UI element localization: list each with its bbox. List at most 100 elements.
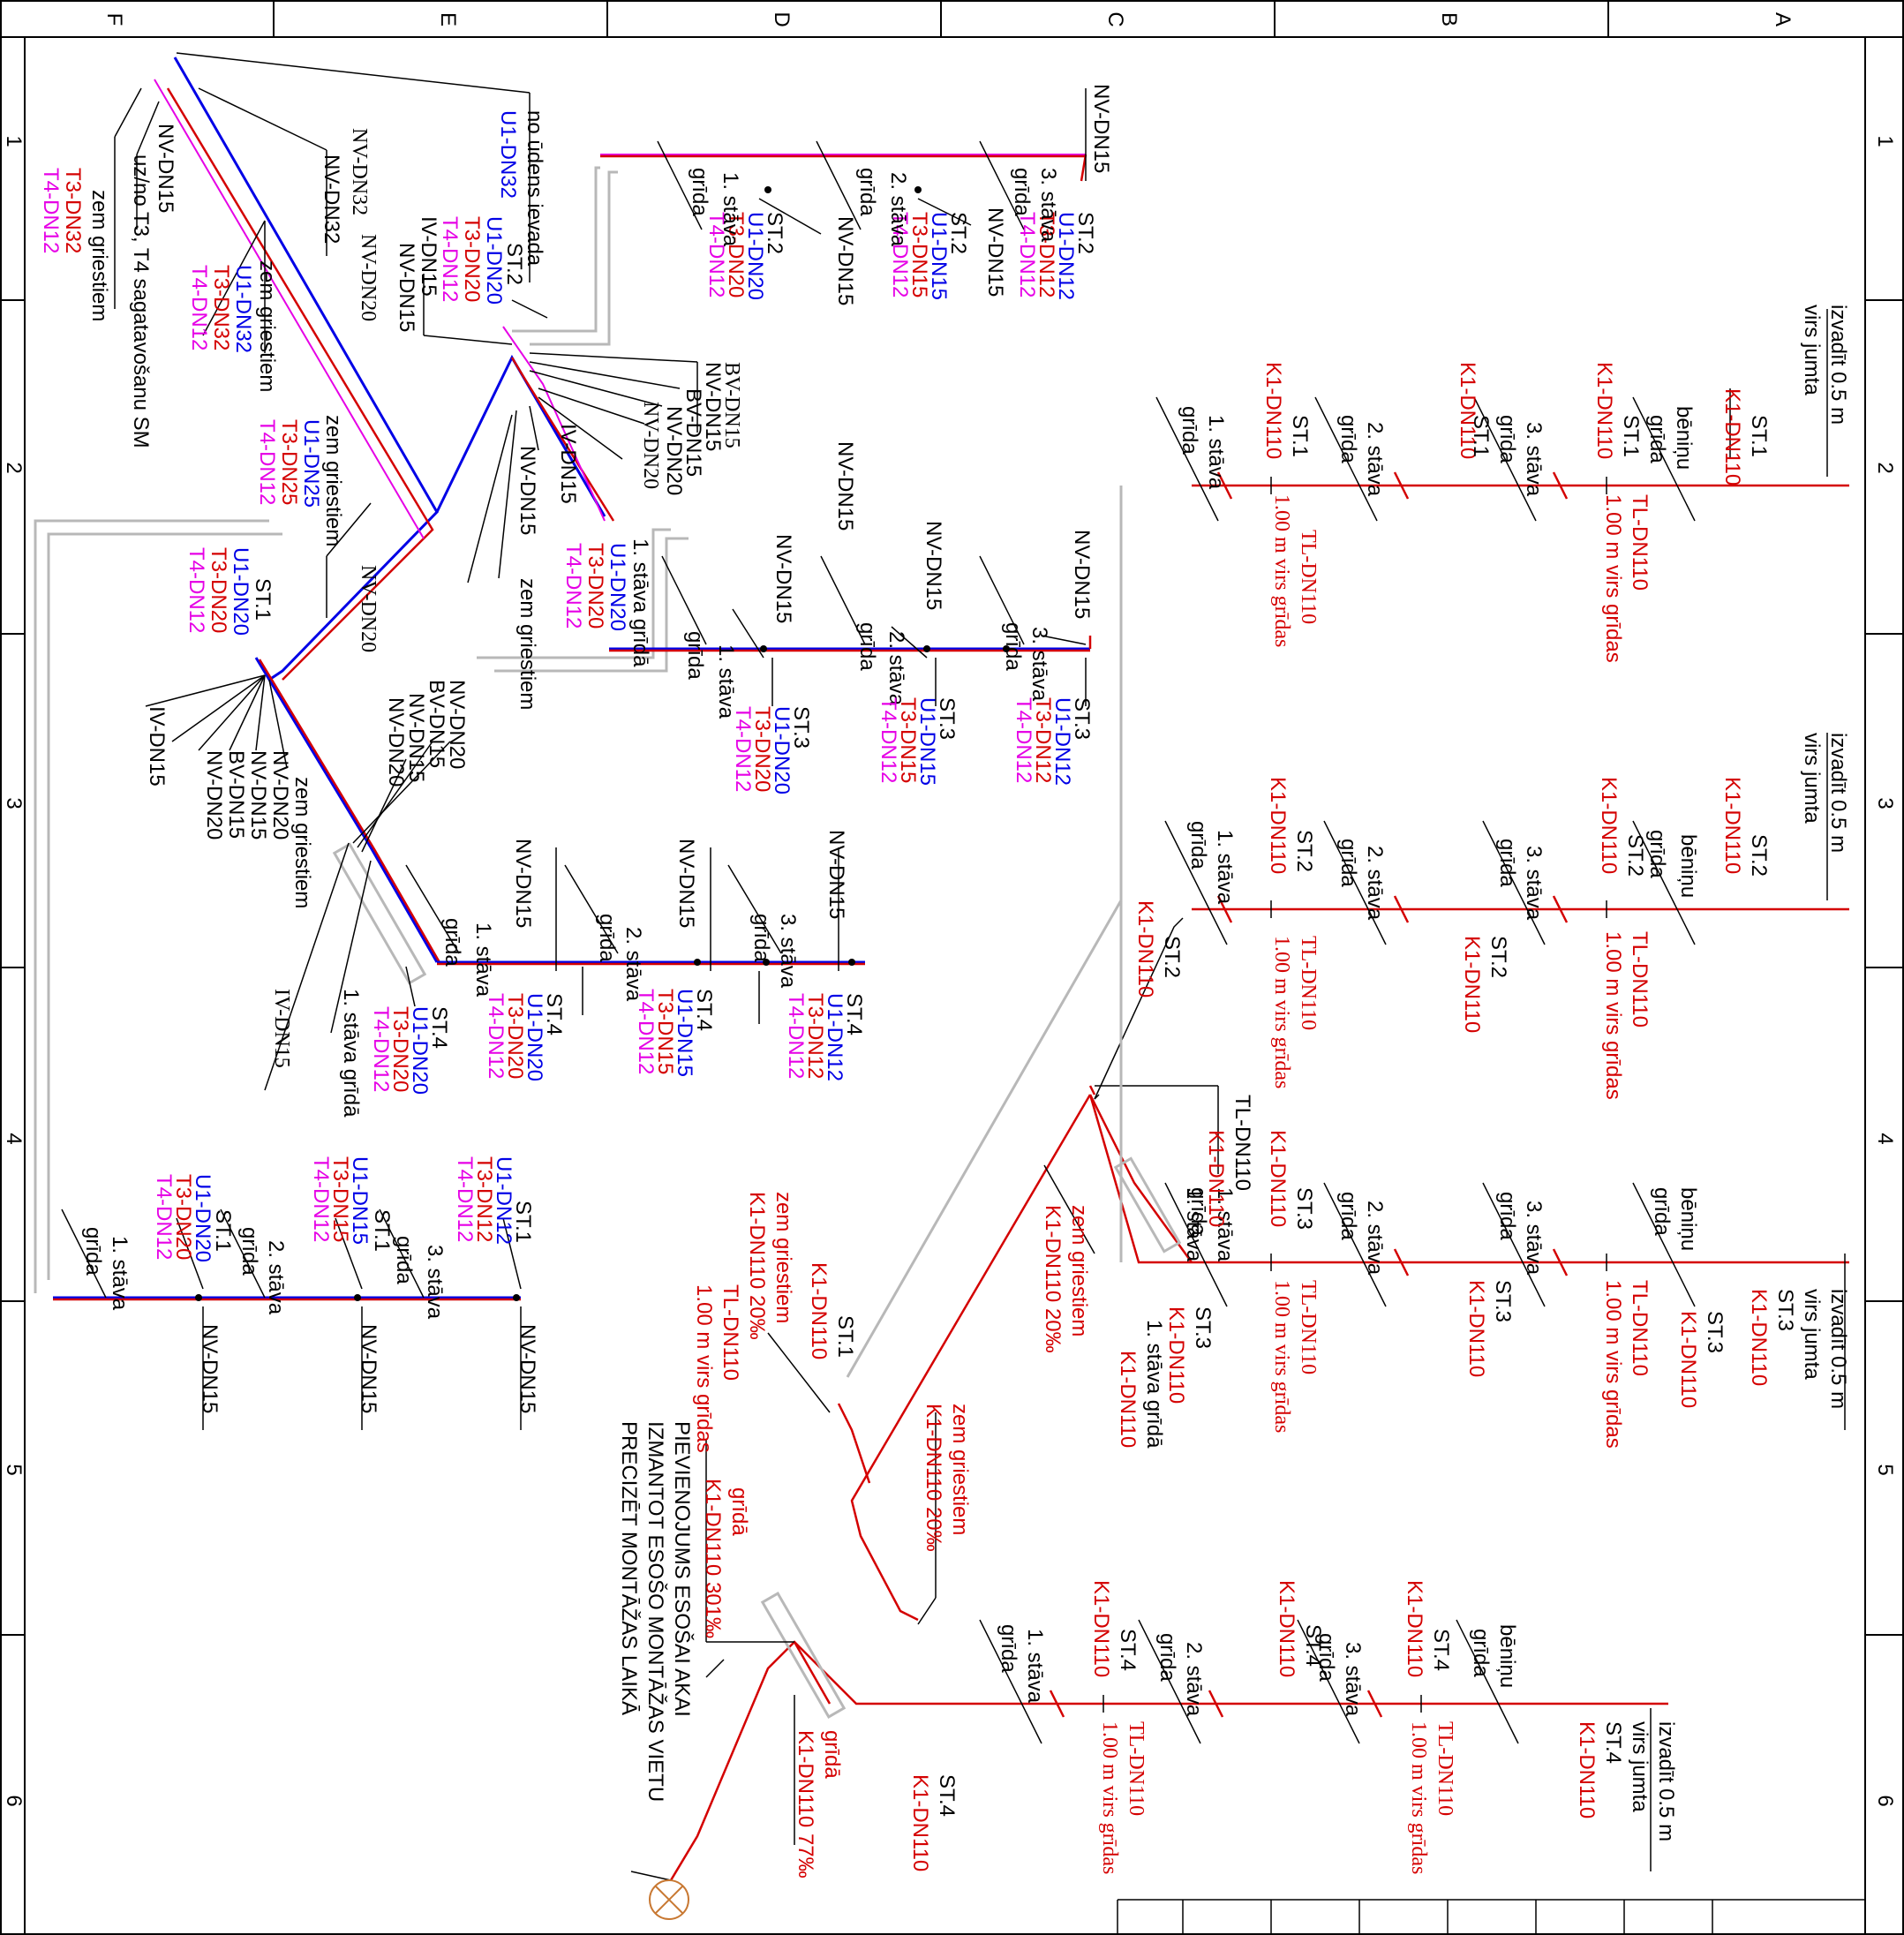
grid-row-5-right: 5 bbox=[1873, 1464, 1897, 1475]
st3-mid-pipe: K1-DN110 bbox=[1676, 1311, 1700, 1408]
st1-mid-riser: ST.1 bbox=[1619, 415, 1643, 457]
st4-mid-tl: TL-DN110 bbox=[1434, 1721, 1456, 1816]
collector-note-3: PRECIZĒT MONTĀŽAS LAIKĀ bbox=[617, 1421, 641, 1715]
collector-k1-20-3: K1-DN110 20‰ bbox=[745, 1192, 769, 1340]
w-st3-lvl1: 1. stāva bbox=[714, 644, 738, 719]
collector-st3-pipe: K1-DN110 bbox=[1204, 1130, 1228, 1227]
st4-level-3-floor: grīda bbox=[1314, 1633, 1338, 1682]
collector-floor-1: grīdā bbox=[727, 1487, 751, 1536]
grid-col-f: F bbox=[102, 13, 126, 26]
st1-bot-pipe: K1-DN110 bbox=[1261, 362, 1285, 459]
w-st1b-t4-12-c: T4-DN12 bbox=[152, 1174, 176, 1260]
w-st4-st-a: ST.4 bbox=[842, 993, 866, 1035]
st2-level-2: 2. stāva bbox=[1363, 846, 1387, 921]
sewer-collector: ST.2 K1-DN110 TL-DN110 K1-DN110 1. stāva… bbox=[332, 842, 1254, 1920]
w-st3-lvl2: 2. stāva bbox=[884, 631, 908, 706]
w-st3-nv15-b: NV-DN15 bbox=[922, 521, 945, 610]
w-iv15-a: IV-DN15 bbox=[417, 216, 440, 297]
grid-row-4-left: 4 bbox=[2, 1133, 26, 1144]
st2-mid-pipe: K1-DN110 bbox=[1597, 777, 1621, 874]
st2-bot-height: 1.00 m virs grīdas bbox=[1270, 936, 1293, 1088]
st3-top-pipe: K1-DN110 bbox=[1747, 1289, 1771, 1386]
st4-top-note-2: virs jumta bbox=[1628, 1721, 1652, 1812]
w-st2-t4-12-c: T4-DN12 bbox=[704, 212, 728, 297]
st2-top-note-1: izvadīt 0.5 m bbox=[1826, 733, 1850, 853]
st2-level-1-floor: grīda bbox=[1186, 821, 1210, 870]
w-st2-st: ST.2 bbox=[1073, 212, 1097, 254]
w-st3-lvl3: 3. stāva bbox=[1027, 627, 1051, 702]
water-supply-network bbox=[34, 52, 1123, 1430]
collector-under-ceiling-2: zem griestiem bbox=[948, 1404, 972, 1535]
w-st1b-lvl2: 2. stāva bbox=[264, 1240, 288, 1315]
w-nv20-c: NV-DN20 bbox=[639, 402, 662, 489]
w-st2-nv15: NV-DN15 bbox=[1089, 84, 1113, 173]
st3-bot-height: 1.00 m virs grīdas bbox=[1270, 1280, 1293, 1433]
w-nv15-a: NV-DN15 bbox=[395, 243, 418, 332]
st3-attic: bēniņu bbox=[1676, 1187, 1700, 1251]
st4-mid-pipe: K1-DN110 bbox=[1403, 1580, 1426, 1677]
w-st2-t4-12: T4-DN12 bbox=[1015, 212, 1039, 297]
w-st4m-u1-20: U1-DN20 bbox=[408, 1006, 432, 1095]
sewer-riser-st1: izvadīt 0.5 m virs jumta ST.1 K1-DN110 b… bbox=[1155, 305, 1850, 663]
grid-row-4-right: 4 bbox=[1873, 1133, 1897, 1144]
w-u1-20-a: U1-DN20 bbox=[482, 216, 506, 305]
st1-bot-tl: TL-DN110 bbox=[1297, 530, 1320, 624]
st3-level-2-floor: grīda bbox=[1336, 1192, 1360, 1240]
w-nv15-c: NV-DN15 bbox=[516, 446, 539, 535]
w-st1b-lvl1: 1. stāva bbox=[108, 1236, 132, 1311]
st2-attic-floor: grīda bbox=[1645, 830, 1669, 878]
w-st1-nv20-a: NV-DN20 bbox=[357, 565, 380, 652]
w-st1b-t3-20: T3-DN20 bbox=[171, 1174, 195, 1260]
w-t3-20-a: T3-DN20 bbox=[460, 216, 484, 302]
w-t4-12-a: T4-DN12 bbox=[39, 168, 63, 253]
st3-bot-tl: TL-DN110 bbox=[1297, 1280, 1320, 1374]
st1-mid-pipe: K1-DN110 bbox=[1592, 362, 1616, 459]
st2-bot-tl: TL-DN110 bbox=[1297, 936, 1320, 1030]
w-st4-nv15-b: NV-DN15 bbox=[674, 839, 698, 928]
w-st4-nv15-a: NV-DN15 bbox=[824, 830, 848, 919]
collector-st3-riser: ST.3 bbox=[1191, 1306, 1215, 1349]
st4-bot-riser: ST.4 bbox=[1116, 1629, 1140, 1671]
w-st3-grida1: grīda bbox=[683, 631, 707, 680]
st1-top-note-1: izvadīt 0.5 m bbox=[1826, 305, 1850, 425]
w-st1b-nv15-b: NV-DN15 bbox=[357, 1324, 380, 1413]
st1-level-2-floor: grīda bbox=[1336, 415, 1360, 463]
st4-bot-height: 1.00 m virs grīdas bbox=[1098, 1721, 1121, 1874]
grid-row-1-right: 1 bbox=[1873, 135, 1897, 147]
w-prep-note: uz/no T3, T4 sagatavošanu SM bbox=[129, 154, 153, 448]
w-st2-grida2: grīda bbox=[855, 168, 879, 216]
st3-top-note-1: izvadīt 0.5 m bbox=[1826, 1289, 1850, 1409]
grid-row-2-left: 2 bbox=[2, 462, 26, 473]
w-st1b-st-b: ST.1 bbox=[370, 1209, 394, 1252]
grid-row-2-right: 2 bbox=[1873, 462, 1897, 473]
w-st1b-t3-12: T3-DN12 bbox=[472, 1156, 496, 1242]
grid-row-1-left: 1 bbox=[2, 135, 26, 147]
w-st2-u1-12: U1-DN12 bbox=[1054, 212, 1078, 300]
w-st2-grida3: grīda bbox=[1010, 168, 1034, 216]
collector-k1-20-2: K1-DN110 20‰ bbox=[922, 1404, 945, 1552]
w-st4-t3-20: T3-DN20 bbox=[503, 993, 527, 1079]
grid-col-e: E bbox=[436, 12, 460, 26]
w-st2-t3-15: T3-DN15 bbox=[907, 212, 931, 297]
w-st1b-grida2: grīda bbox=[237, 1227, 261, 1276]
w-zem-4: zem griestiem bbox=[321, 415, 345, 546]
st1-top-riser: ST.1 bbox=[1747, 415, 1771, 457]
w-st4-t3-15: T3-DN15 bbox=[653, 989, 677, 1074]
w-st3-u1-12: U1-DN12 bbox=[1050, 697, 1074, 786]
st1-level-1-floor: grīda bbox=[1178, 406, 1201, 455]
collector-tl: TL-DN110 bbox=[1230, 1095, 1254, 1191]
w-st1-nv20-c: NV-DN20 bbox=[202, 750, 226, 840]
st2-bot-riser: ST.2 bbox=[1292, 830, 1316, 872]
w-nv20-b: NV-DN20 bbox=[662, 406, 686, 495]
st2-low-pipe: K1-DN110 bbox=[1460, 936, 1484, 1033]
st3-top-note-2: virs jumta bbox=[1800, 1289, 1824, 1380]
grid-col-b: B bbox=[1437, 12, 1461, 26]
w-st1-nv20-b: NV-DN20 bbox=[268, 750, 292, 840]
w-st2-t4-12-b: T4-DN12 bbox=[888, 212, 912, 297]
st4-level-3: 3. stāva bbox=[1341, 1642, 1365, 1717]
grid-col-a: A bbox=[1771, 12, 1795, 26]
w-t4-12-e: T4-DN12 bbox=[255, 419, 279, 505]
collector-note-1: PIEVIENOJUMS ESOŠAI AKAI bbox=[670, 1421, 695, 1717]
